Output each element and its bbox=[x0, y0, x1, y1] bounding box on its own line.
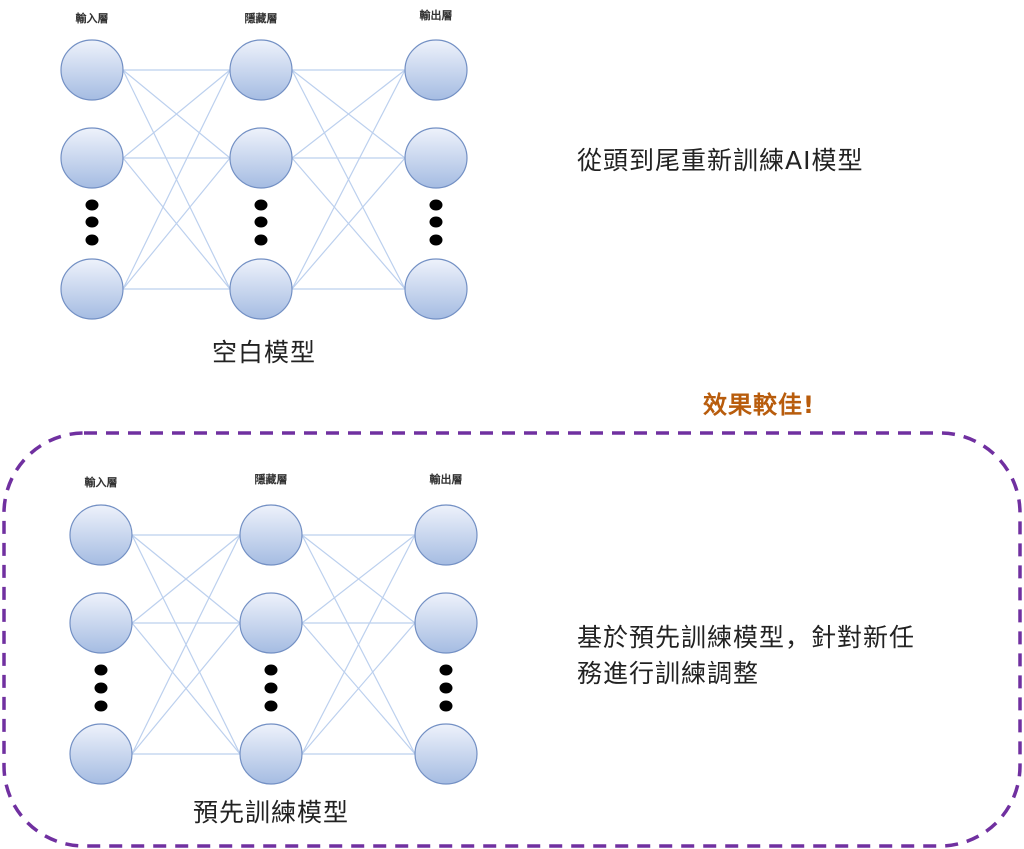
ellipsis-dot bbox=[429, 234, 443, 246]
connection-edge bbox=[301, 622, 416, 755]
ellipsis-dot bbox=[94, 664, 108, 676]
input-node bbox=[60, 258, 124, 320]
hidden-node bbox=[239, 723, 303, 785]
ellipsis-dot bbox=[439, 682, 453, 694]
ellipsis-dot bbox=[85, 216, 99, 228]
ellipsis-dot bbox=[439, 664, 453, 676]
ellipsis-dot bbox=[85, 234, 99, 246]
connection-edge bbox=[131, 534, 241, 755]
better-result-label: 效果較佳! bbox=[703, 391, 815, 419]
input-node bbox=[69, 592, 133, 654]
connection-edge bbox=[122, 157, 231, 290]
hidden-node bbox=[239, 504, 303, 566]
input-node bbox=[60, 39, 124, 101]
ellipsis-dot bbox=[429, 199, 443, 211]
ellipsis-dot bbox=[94, 682, 108, 694]
input-node bbox=[69, 723, 133, 785]
connection-edge bbox=[131, 534, 241, 624]
connection-edge bbox=[291, 69, 406, 159]
input-node bbox=[69, 504, 133, 566]
ellipsis-dot bbox=[264, 700, 278, 712]
fine-tune-description-line-1: 基於預先訓練模型，針對新任 bbox=[577, 623, 916, 652]
ellipsis-dot bbox=[94, 700, 108, 712]
hidden-node bbox=[229, 127, 293, 189]
pretrained-highlight-frame bbox=[2, 431, 1022, 848]
ellipsis-dot bbox=[254, 216, 268, 228]
connection-edge bbox=[301, 534, 416, 624]
ellipsis-dot bbox=[85, 199, 99, 211]
top-output-layer-label: 輸出層 bbox=[419, 9, 453, 22]
top-input-layer-label: 輸入層 bbox=[75, 12, 109, 25]
output-node bbox=[414, 723, 478, 785]
output-node bbox=[414, 504, 478, 566]
bottom-output-layer-label: 輸出層 bbox=[429, 473, 463, 486]
output-node bbox=[404, 39, 468, 101]
hidden-node bbox=[239, 592, 303, 654]
output-node bbox=[414, 592, 478, 654]
output-node bbox=[404, 258, 468, 320]
hidden-node bbox=[229, 39, 293, 101]
connection-edge bbox=[301, 534, 416, 755]
hidden-node bbox=[229, 258, 293, 320]
connection-edge bbox=[122, 69, 231, 159]
top-hidden-layer-label: 隱藏層 bbox=[244, 12, 278, 25]
bottom-hidden-layer-label: 隱藏層 bbox=[254, 473, 288, 486]
ellipsis-dot bbox=[264, 682, 278, 694]
blank-model-caption: 空白模型 bbox=[211, 338, 317, 367]
ellipsis-dot bbox=[439, 700, 453, 712]
pretrained-model-caption: 預先訓練模型 bbox=[192, 798, 350, 827]
retrain-from-scratch-text: 從頭到尾重新訓練AI模型 bbox=[577, 146, 864, 175]
blank-model-network bbox=[60, 39, 468, 320]
bottom-input-layer-label: 輸入層 bbox=[84, 476, 118, 489]
fine-tune-description-line-2: 務進行訓練調整 bbox=[577, 659, 760, 688]
input-node bbox=[60, 127, 124, 189]
connection-edge bbox=[291, 69, 406, 290]
fine-tune-description: 基於預先訓練模型，針對新任 務進行訓練調整 bbox=[577, 620, 915, 692]
ellipsis-dot bbox=[429, 216, 443, 228]
ellipsis-dot bbox=[254, 234, 268, 246]
ellipsis-dot bbox=[264, 664, 278, 676]
pretrained-model-network bbox=[69, 504, 478, 785]
connection-edge bbox=[291, 157, 406, 290]
connection-edge bbox=[122, 69, 231, 290]
ellipsis-dot bbox=[254, 199, 268, 211]
output-node bbox=[404, 127, 468, 189]
connection-edge bbox=[131, 622, 241, 755]
